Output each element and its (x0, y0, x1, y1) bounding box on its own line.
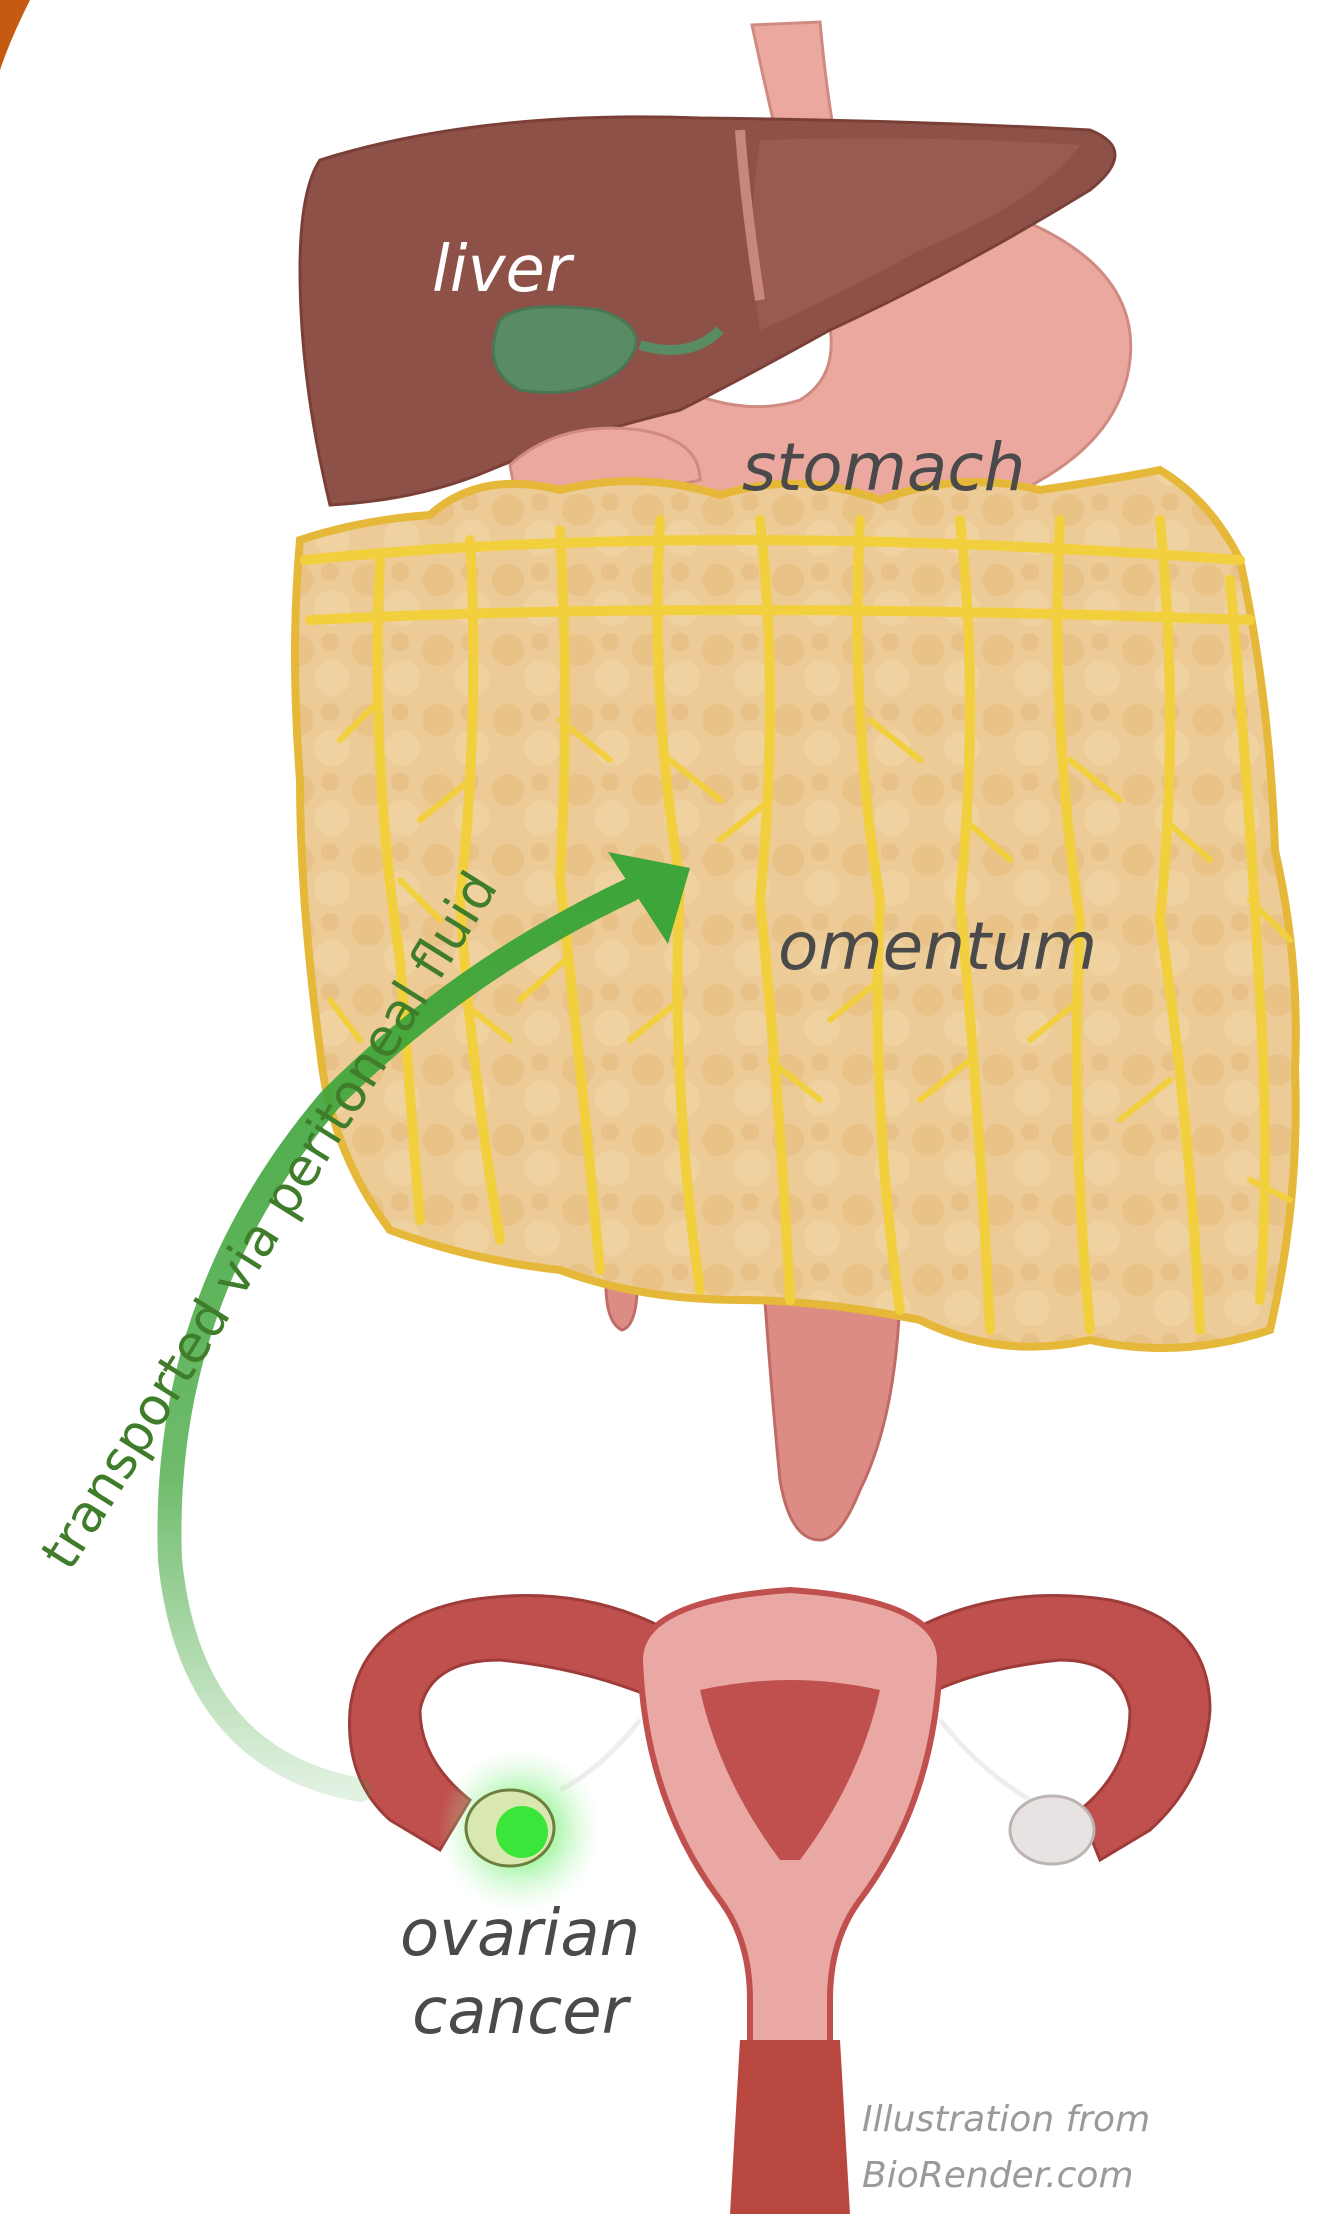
image-credit-line2: BioRender.com (862, 2148, 1150, 2204)
cervix (730, 2040, 850, 2214)
label-ovarian-cancer: ovarian cancer (400, 1895, 640, 2051)
image-credit: Illustration from BioRender.com (862, 2092, 1150, 2204)
ovarian-ligament-right (940, 1720, 1030, 1800)
label-liver: liver (432, 233, 571, 307)
ovarian-tumor (496, 1806, 548, 1858)
corner-accent (0, 0, 30, 70)
label-stomach: stomach (742, 429, 1026, 506)
label-ovarian-cancer-line2: cancer (400, 1973, 640, 2051)
image-credit-line1: Illustration from (862, 2092, 1150, 2148)
label-omentum: omentum (778, 908, 1097, 985)
right-ovary (1010, 1796, 1094, 1864)
label-ovarian-cancer-line1: ovarian (400, 1895, 640, 1973)
